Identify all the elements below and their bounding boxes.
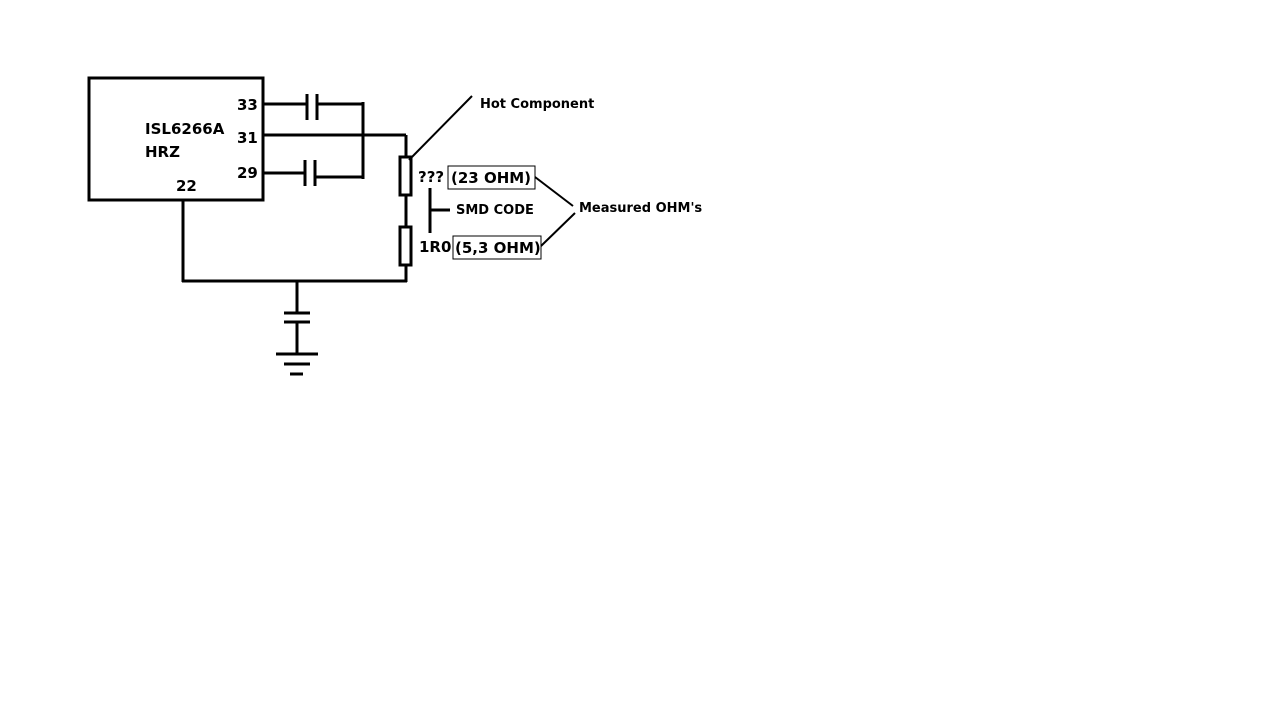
- pin-33-label: 33: [237, 96, 258, 114]
- measured-pointer-top: [534, 176, 574, 207]
- ic-name-line2: HRZ: [145, 143, 180, 161]
- pin-29-label: 29: [237, 164, 258, 182]
- hot-component-pointer: [408, 95, 473, 161]
- capacitor-pin29: [263, 160, 363, 186]
- measured-ohms-label: Measured OHM's: [579, 201, 702, 216]
- pin-31-label: 31: [237, 129, 258, 147]
- ground-capacitor: [284, 281, 310, 354]
- ground-symbol: [276, 352, 318, 376]
- resistor-top-code: ???: [418, 168, 444, 186]
- measured-pointer-bottom: [540, 212, 576, 247]
- resistor-top: [398, 155, 413, 197]
- resistor-bottom-code: 1R0: [419, 238, 451, 256]
- resistor-top-measured: (23 OHM): [451, 169, 531, 187]
- resistor-bottom: [398, 225, 413, 267]
- capacitor-pin33: [263, 94, 363, 120]
- smd-code-label: SMD CODE: [456, 203, 534, 218]
- ic-name-line1: ISL6266A: [145, 120, 225, 138]
- resistor-bottom-measured-box: [452, 235, 542, 260]
- resistor-bottom-measured: (5,3 OHM): [455, 239, 541, 257]
- pin-22-label: 22: [176, 177, 197, 195]
- ic-box: [87, 76, 265, 202]
- hot-component-label: Hot Component: [480, 97, 594, 112]
